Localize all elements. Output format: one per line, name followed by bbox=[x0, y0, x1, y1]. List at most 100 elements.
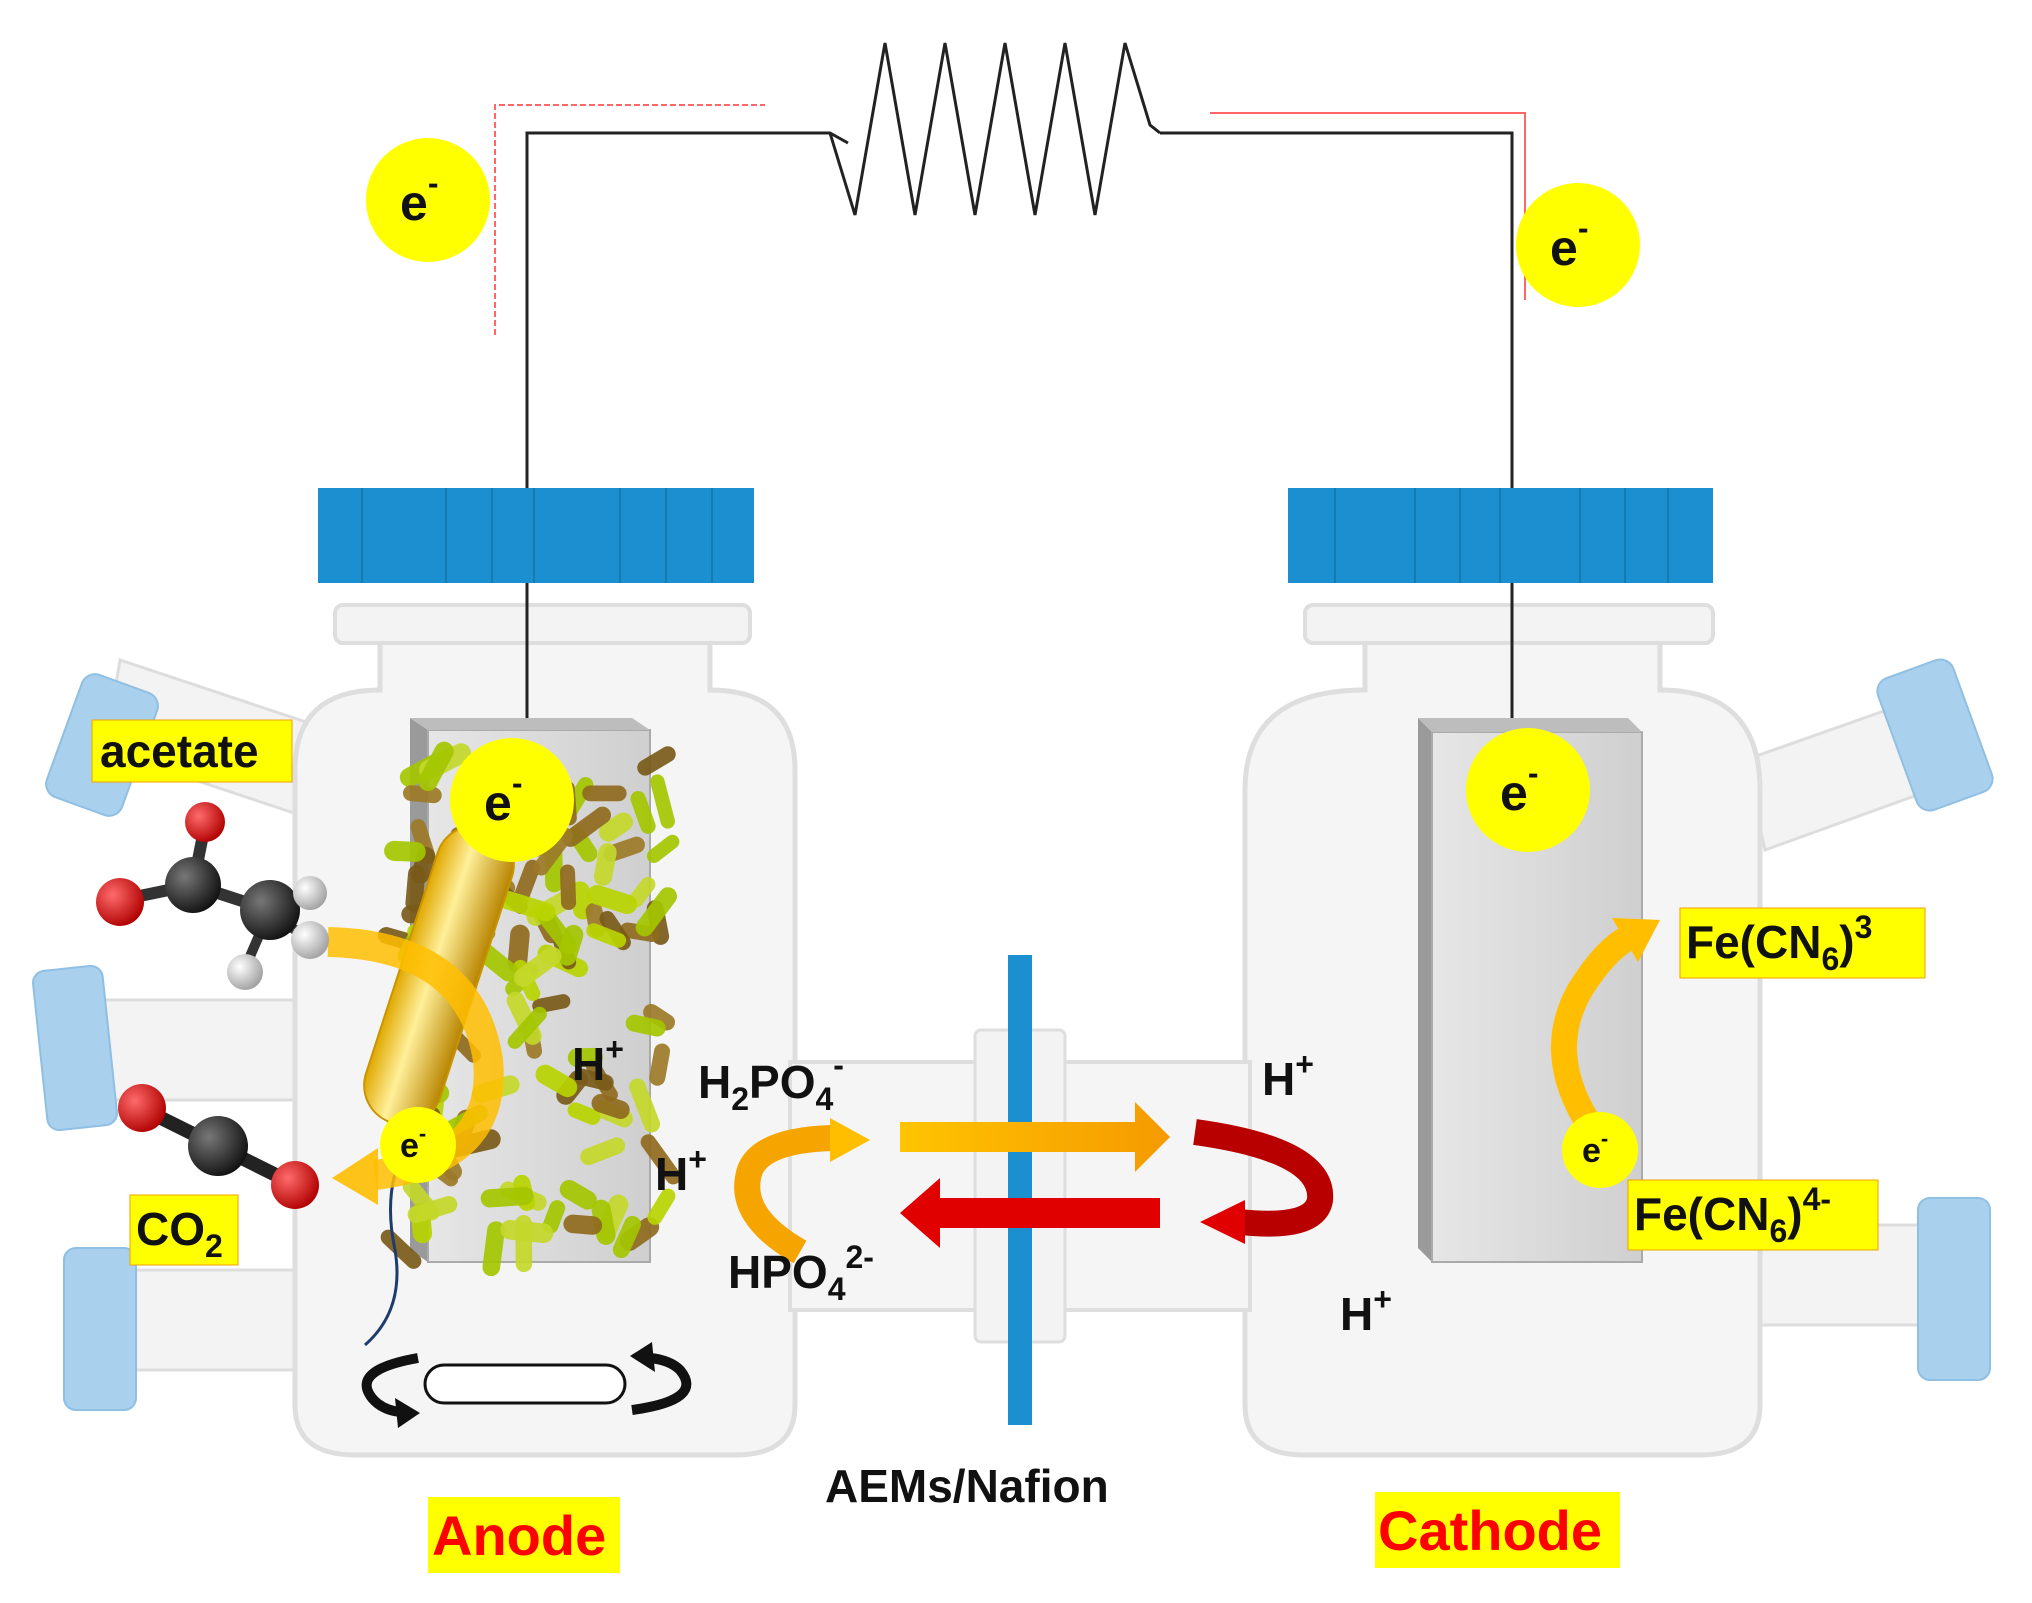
acetate-oxidation-arrowhead bbox=[332, 1148, 378, 1205]
anode-electron-direction-line bbox=[494, 104, 765, 335]
external-circuit bbox=[494, 42, 1526, 730]
electron-cathode-circuit: e- bbox=[1516, 183, 1640, 307]
bacterium-cell bbox=[591, 1094, 630, 1120]
cathode-reaction-arrow bbox=[1551, 918, 1660, 1148]
electron-symbol: e bbox=[1500, 765, 1528, 821]
h2po4-label: H2PO4- bbox=[698, 1047, 844, 1117]
cathode-electrode-side bbox=[1418, 718, 1432, 1262]
bacterium-cell bbox=[640, 1134, 682, 1185]
h-plus-cathode-tube: H+ bbox=[1262, 1046, 1314, 1105]
bacterium-cell bbox=[643, 1003, 676, 1031]
bacterium-cell bbox=[563, 1214, 603, 1235]
electron-cathode-electrode: e- bbox=[1466, 728, 1590, 852]
fe3-text: Fe(CN bbox=[1686, 916, 1821, 968]
co2-oxygen-left bbox=[118, 1084, 166, 1132]
co2-label: CO2 bbox=[129, 1194, 239, 1266]
electron-badge-icon bbox=[380, 1107, 456, 1183]
bacterium-cell bbox=[591, 1199, 616, 1245]
acetate-hydrogen-1 bbox=[293, 876, 327, 910]
cathode-chamber bbox=[1242, 488, 1994, 1458]
salt-bridge-tube bbox=[788, 955, 1252, 1425]
fe4-close-paren: ) bbox=[1787, 1188, 1802, 1240]
electron-symbol: e bbox=[400, 1127, 419, 1165]
bacterium-cell bbox=[635, 887, 677, 937]
electron-anode-electrode: e- bbox=[450, 738, 574, 862]
svg-text:e-: e- bbox=[1550, 210, 1588, 276]
bacterium-cell bbox=[629, 1078, 661, 1133]
bacterium-cell bbox=[380, 1229, 422, 1269]
h-plus-anode-tube: H+ bbox=[655, 1141, 707, 1200]
electron-badge-icon bbox=[1516, 183, 1640, 307]
h-plus-text: H bbox=[655, 1148, 688, 1200]
h-plus-anode-electrode: H+ bbox=[572, 1031, 624, 1090]
bacterium-cell bbox=[612, 1215, 641, 1259]
electron-charge: - bbox=[1578, 210, 1589, 246]
electron-symbol: e bbox=[400, 175, 428, 231]
svg-text:H+: H+ bbox=[572, 1031, 624, 1090]
hpo4-subscript: 4 bbox=[828, 1271, 846, 1307]
bacterium-cell bbox=[647, 1188, 676, 1225]
fe4-text: Fe(CN bbox=[1634, 1188, 1769, 1240]
bacterium-cell bbox=[533, 827, 573, 876]
electron-symbol: e bbox=[1582, 1132, 1601, 1170]
fe4-label: Fe(CN6)4- bbox=[1627, 1179, 1879, 1251]
cathode-electrode-top bbox=[1418, 718, 1642, 732]
h2po4-subscript-2: 2 bbox=[731, 1081, 749, 1117]
hpo4-text: HPO bbox=[728, 1246, 828, 1298]
electron-badge-icon bbox=[1466, 728, 1590, 852]
bacterium-cell bbox=[480, 1186, 534, 1208]
h-plus-text: H bbox=[1262, 1053, 1295, 1105]
anode-port-bottom-cap bbox=[63, 1247, 137, 1411]
bacterium-cell bbox=[567, 1047, 603, 1068]
electron-charge: - bbox=[1601, 1126, 1608, 1151]
svg-text:e-: e- bbox=[400, 1121, 426, 1165]
arrow-right-orange bbox=[900, 1102, 1170, 1172]
anode-title: Anode bbox=[428, 1497, 620, 1573]
acetate-carbon-2 bbox=[240, 880, 300, 940]
hpo4-label: HPO42- bbox=[728, 1239, 874, 1307]
bacterium-cell bbox=[587, 885, 638, 915]
bacterium-cell bbox=[507, 1006, 547, 1049]
fe4-charge: 4- bbox=[1803, 1181, 1831, 1217]
electron-badge-icon bbox=[450, 738, 574, 862]
acetate-hydrogen-3 bbox=[227, 954, 263, 990]
svg-text:Fe(CN6)4-: Fe(CN6)4- bbox=[1634, 1181, 1831, 1249]
electron-symbol: e bbox=[1550, 220, 1578, 276]
bacterium-cell bbox=[384, 840, 426, 862]
bacterium-cell bbox=[535, 1064, 578, 1098]
cycle-arrow-anode-side bbox=[734, 1125, 833, 1264]
h-plus-charge: + bbox=[605, 1031, 624, 1067]
anode-port-middle-cap bbox=[32, 964, 118, 1132]
cathode-port-bottom-cap bbox=[1917, 1197, 1991, 1381]
membrane-label: AEMs/Nafion bbox=[825, 1460, 1109, 1512]
bacterium-cell bbox=[482, 1221, 505, 1277]
svg-text:e-: e- bbox=[400, 165, 438, 231]
svg-text:HPO42-: HPO42- bbox=[728, 1239, 874, 1307]
h-plus-cathode-chamber: H+ bbox=[1340, 1281, 1392, 1340]
stir-arrowhead-right bbox=[630, 1342, 655, 1372]
co2-oxygen-right bbox=[271, 1161, 319, 1209]
acetate-hydrogen-2 bbox=[291, 921, 329, 959]
cycle-arrowhead-anode-side bbox=[830, 1118, 870, 1162]
bacterium-cell bbox=[567, 1102, 601, 1125]
co2-molecule bbox=[118, 1084, 319, 1209]
fe3-close-paren: ) bbox=[1839, 916, 1854, 968]
co2-text: CO bbox=[136, 1203, 205, 1255]
cathode-title: Cathode bbox=[1375, 1492, 1620, 1568]
svg-text:CO2: CO2 bbox=[136, 1203, 223, 1264]
electron-charge: - bbox=[428, 165, 439, 201]
stir-arrow-left-icon bbox=[361, 1353, 419, 1417]
ferricyanide-reduction-arrow bbox=[1551, 926, 1635, 1148]
bacterium-cell bbox=[405, 864, 426, 912]
membrane-separator bbox=[1008, 955, 1032, 1425]
h2po4-charge: - bbox=[833, 1047, 844, 1083]
svg-text:H+: H+ bbox=[655, 1141, 707, 1200]
bacterium-cell bbox=[650, 774, 675, 829]
bacterium-cell bbox=[407, 1196, 458, 1223]
bacterium-cell bbox=[646, 834, 680, 863]
h2po4-subscript-4: 4 bbox=[816, 1081, 834, 1117]
acetate-label: acetate bbox=[91, 719, 293, 783]
svg-text:e-: e- bbox=[1500, 755, 1538, 821]
anode-text: Anode bbox=[432, 1504, 606, 1567]
fe3-label: Fe(CN6)3 bbox=[1679, 907, 1926, 979]
